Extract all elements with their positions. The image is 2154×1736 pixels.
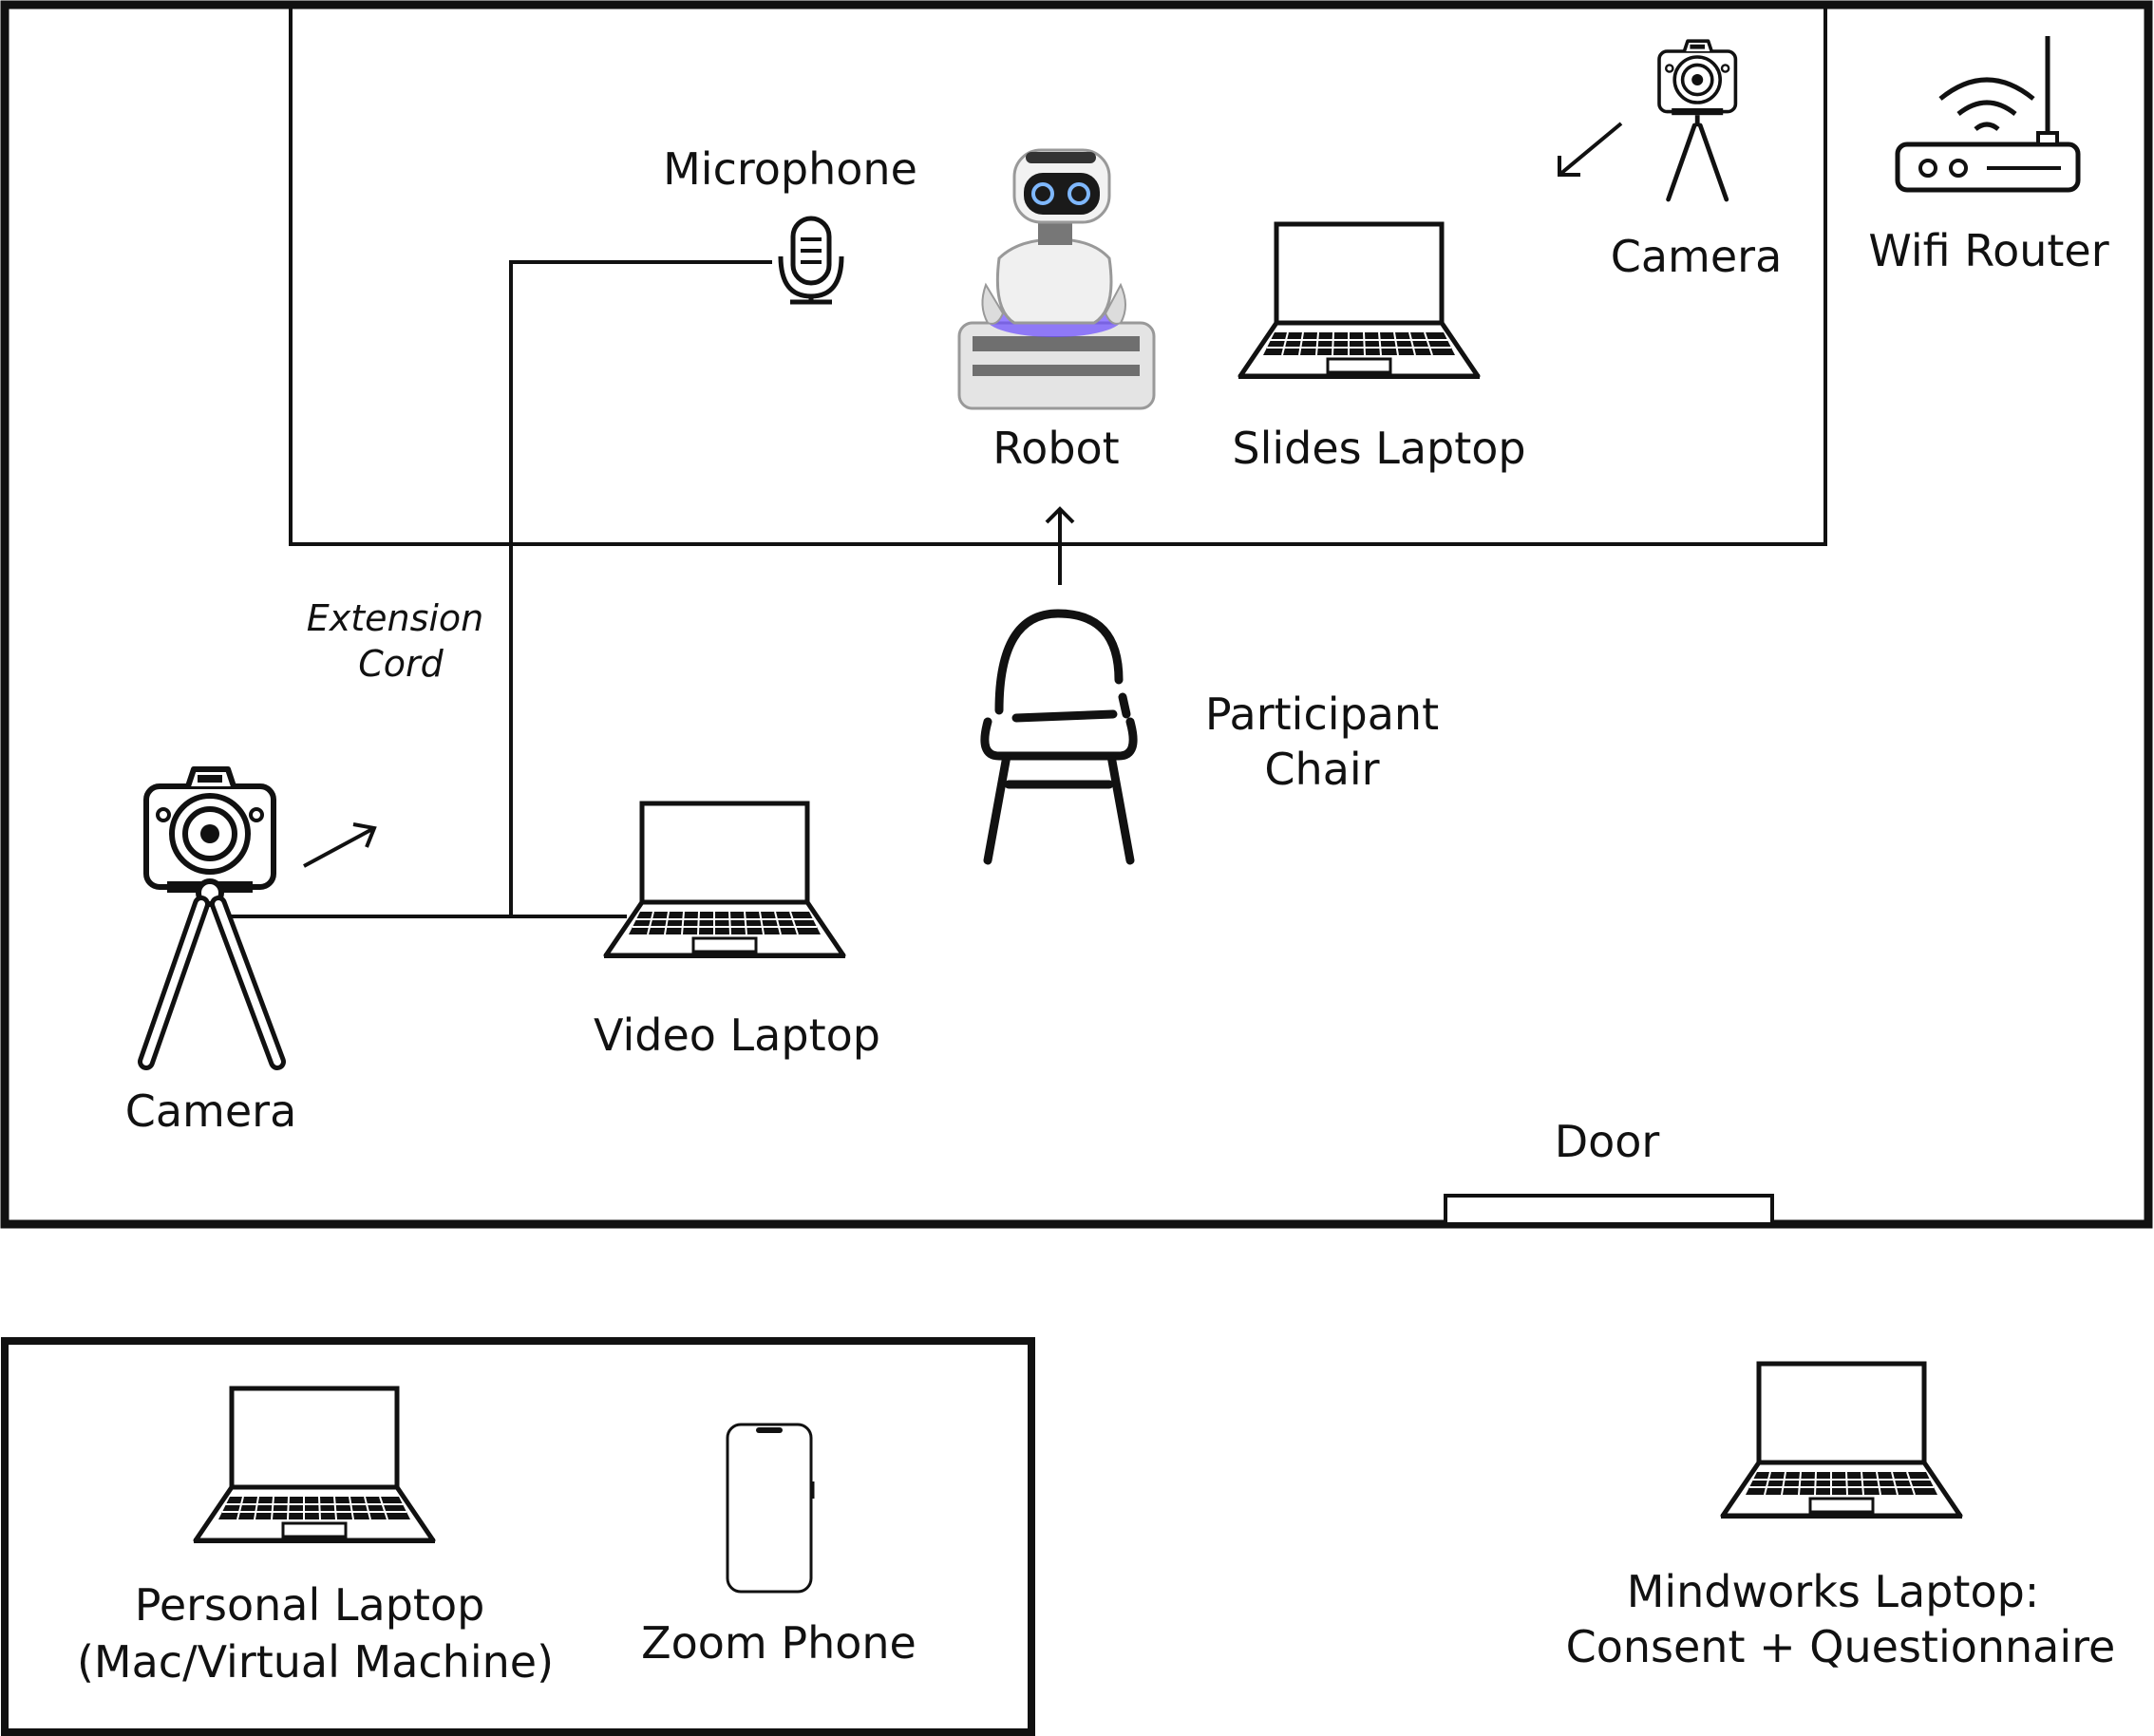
participant-chair-label-line2: Chair — [1264, 744, 1379, 795]
mindworks-laptop-label-line2: Consent + Questionnaire — [1566, 1621, 2116, 1672]
participant-chair-label-line1: Participant — [1205, 689, 1439, 740]
wifi-router-label: Wifi Router — [1868, 225, 2108, 276]
slides-laptop-label: Slides Laptop — [1232, 423, 1525, 474]
chair-icon — [980, 609, 1138, 865]
slides-laptop-icon — [1238, 224, 1480, 379]
extension-cord-line — [224, 260, 772, 918]
microphone-label: Microphone — [663, 143, 917, 195]
camera-top-icon — [1657, 39, 1738, 202]
camera-top-label: Camera — [1611, 231, 1783, 282]
door-marker — [1444, 1194, 1774, 1226]
outside-room-box — [1, 1337, 1035, 1736]
robot-label: Robot — [992, 423, 1119, 474]
arrow-camera-top — [1558, 122, 1623, 177]
extension-cord-label-line1: Extension — [307, 597, 484, 639]
robot-icon — [957, 148, 1156, 410]
microphone-icon — [778, 216, 844, 305]
mindworks-laptop-icon — [1721, 1364, 1962, 1519]
door-label: Door — [1555, 1116, 1660, 1167]
wifi-router-icon — [1895, 36, 2081, 193]
video-laptop-label: Video Laptop — [594, 1010, 880, 1061]
personal-laptop-icon — [194, 1388, 435, 1543]
extension-cord-label-line2: Cord — [358, 643, 444, 685]
mindworks-laptop-label-line1: Mindworks Laptop: — [1627, 1566, 2040, 1617]
arrow-camera-left — [303, 822, 377, 868]
arrow-chair-to-robot — [1045, 506, 1075, 585]
camera-left-icon — [138, 769, 286, 1070]
camera-left-label: Camera — [125, 1085, 297, 1137]
zoom-phone-label: Zoom Phone — [641, 1617, 916, 1669]
personal-laptop-label-line1: Personal Laptop — [135, 1579, 485, 1631]
phone-icon — [726, 1423, 815, 1594]
video-laptop-icon — [604, 803, 845, 958]
personal-laptop-label-line2: (Mac/Virtual Machine) — [77, 1636, 554, 1688]
